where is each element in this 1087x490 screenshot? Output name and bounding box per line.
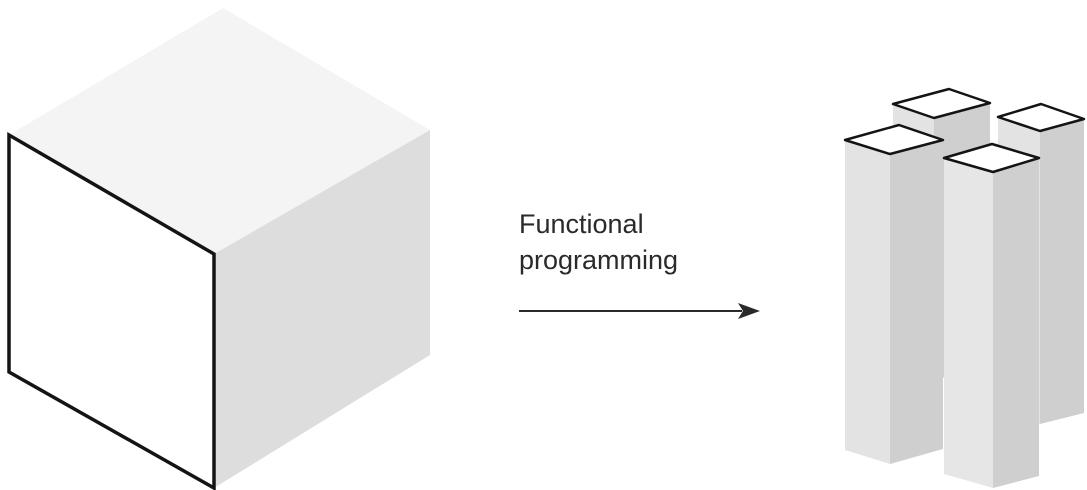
pillar-back-top (891, 87, 992, 120)
arrow-label-line-2: programming (519, 245, 679, 275)
functional-pillars (843, 87, 1086, 488)
arrowhead (738, 303, 760, 319)
pillar-left (843, 123, 945, 464)
pillar-right-top (996, 102, 1086, 133)
pillar-front (942, 142, 1041, 488)
monolithic-cube (7, 8, 430, 490)
cube-right-face (214, 130, 430, 488)
transform-arrow (519, 303, 760, 319)
cube-front-face (7, 131, 216, 490)
arrow-label-line-1: Functional (519, 209, 644, 239)
cube-top-face (9, 8, 430, 254)
arrow-label: Functional programming (519, 206, 678, 278)
pillar-front-top (942, 142, 1041, 174)
pillar-left-top (843, 123, 945, 156)
